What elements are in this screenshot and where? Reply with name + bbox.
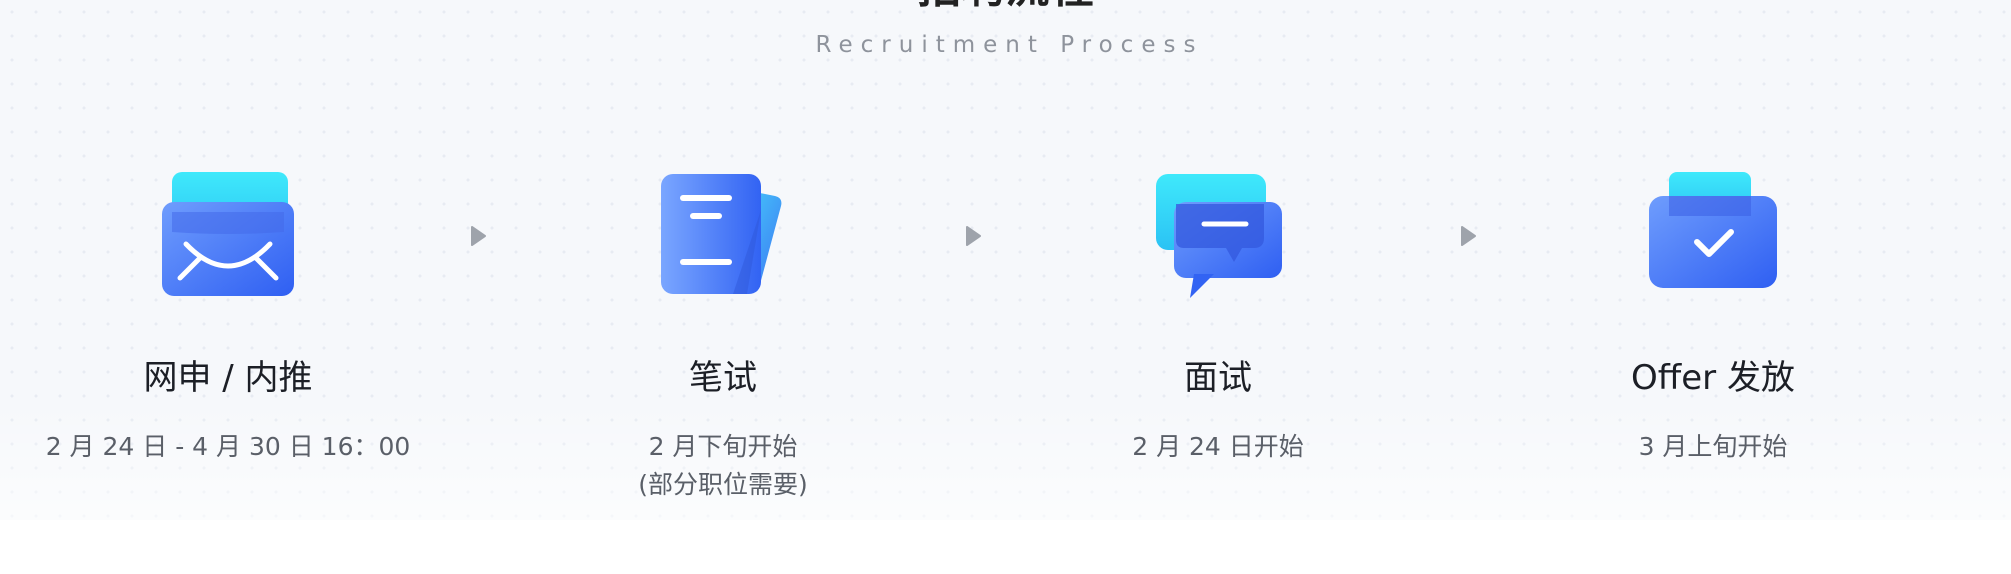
step-date: 2 月 24 日开始 (1132, 432, 1304, 461)
step-date: 2 月 24 日 - 4 月 30 日 16：00 (45, 432, 411, 461)
offer-check-icon (1643, 170, 1783, 300)
recruitment-process-section: 招聘流程 Recruitment Process 网申 / 内推 2 月 24 … (0, 0, 2011, 520)
interview-chat-icon (1148, 170, 1288, 300)
arrow-right-icon (964, 225, 982, 247)
step-date: 3 月上旬开始 (1638, 432, 1788, 461)
section-subtitle: Recruitment Process (815, 32, 1204, 58)
envelope-icon (158, 170, 298, 300)
step-date: 2 月下旬开始 (648, 432, 798, 461)
arrow-right-icon (469, 225, 487, 247)
step-title: 网申 / 内推 (143, 358, 313, 398)
step-title: Offer 发放 (1631, 358, 1795, 398)
written-test-document-icon (653, 170, 793, 300)
section-title: 招聘流程 (0, 0, 2011, 10)
arrow-right-icon (1459, 225, 1477, 247)
step-title: 面试 (1184, 358, 1252, 398)
step-title: 笔试 (689, 358, 757, 398)
step-note: (部分职位需要) (638, 470, 808, 499)
